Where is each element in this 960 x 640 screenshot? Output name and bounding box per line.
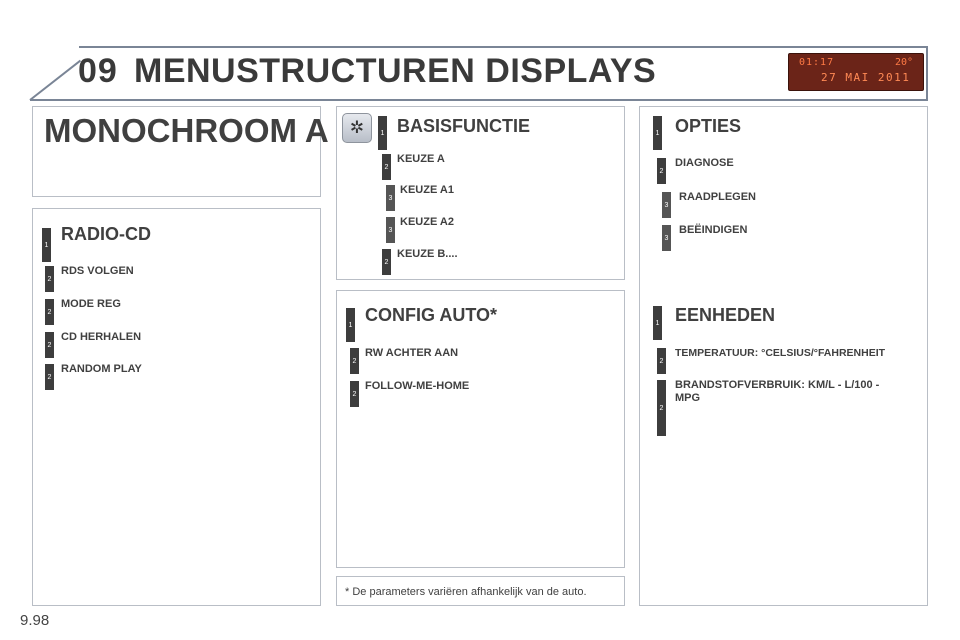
opties-eenheden-panel xyxy=(639,106,928,606)
dashboard-display-image: 01:17 20° 27 MAI 2011 xyxy=(788,53,924,91)
level-badge-2: 2 xyxy=(45,299,54,325)
settings-gear-icon: ✲ xyxy=(342,113,372,143)
level-badge-1: 1 xyxy=(653,306,662,340)
opties-title: OPTIES xyxy=(675,116,742,136)
menu-item-mode-reg: MODE REG xyxy=(61,298,121,310)
page-number: 9.98 xyxy=(20,612,50,629)
level-badge-3: 3 xyxy=(662,225,671,251)
level-badge-2: 2 xyxy=(45,364,54,390)
footnote-text: * De parameters variëren afhankelijk van… xyxy=(345,586,587,598)
menu-item-rw-achter-aan: RW ACHTER AAN xyxy=(365,347,459,359)
header-right-line xyxy=(926,46,928,101)
level-badge-2: 2 xyxy=(350,348,359,374)
menu-item-raadplegen: RAADPLEGEN xyxy=(679,191,757,203)
page-title: MENUSTRUCTUREN DISPLAYS xyxy=(134,52,657,90)
basisfunctie-title: BASISFUNCTIE xyxy=(397,116,531,136)
menu-item-diagnose: DIAGNOSE xyxy=(675,157,734,169)
level-badge-3: 3 xyxy=(386,185,395,211)
menu-item-brandstofverbruik: BRANDSTOFVERBRUIK: KM/L - L/100 - MPG xyxy=(675,379,880,404)
level-badge-2: 2 xyxy=(657,348,666,374)
level-badge-3: 3 xyxy=(386,217,395,243)
menu-item-rds-volgen: RDS VOLGEN xyxy=(61,265,134,277)
eenheden-title: EENHEDEN xyxy=(675,305,776,325)
level-badge-2: 2 xyxy=(350,381,359,407)
display-date: 27 MAI 2011 xyxy=(821,71,911,84)
menu-item-follow-me-home: FOLLOW-ME-HOME xyxy=(365,380,470,392)
menu-item-random-play: RANDOM PLAY xyxy=(61,363,142,375)
header-top-line xyxy=(79,46,928,48)
level-badge-2: 2 xyxy=(45,266,54,292)
menu-item-beeindigen: BEËINDIGEN xyxy=(679,224,748,236)
level-badge-2: 2 xyxy=(382,154,391,180)
radio-cd-title: RADIO-CD xyxy=(61,224,151,244)
level-badge-2: 2 xyxy=(45,332,54,358)
level-badge-2: 2 xyxy=(382,249,391,275)
level-badge-2: 2 xyxy=(657,158,666,184)
config-auto-title: CONFIG AUTO* xyxy=(365,305,498,325)
header-diagonal-line xyxy=(29,59,82,101)
level-badge-2: 2 xyxy=(657,380,666,436)
display-time: 01:17 xyxy=(799,57,835,68)
menu-item-keuze-a1: KEUZE A1 xyxy=(400,184,454,196)
level-badge-3: 3 xyxy=(662,192,671,218)
chapter-number: 09 xyxy=(78,52,118,90)
menu-item-keuze-a: KEUZE A xyxy=(397,153,445,165)
menu-item-keuze-b: KEUZE B.... xyxy=(397,248,458,260)
radio-cd-panel xyxy=(32,208,321,606)
level-badge-1: 1 xyxy=(346,308,355,342)
menu-item-keuze-a2: KEUZE A2 xyxy=(400,216,454,228)
menu-item-temperatuur: TEMPERATUUR: °CELSIUS/°FAHRENHEIT xyxy=(675,347,886,359)
monochroom-panel xyxy=(32,106,321,197)
level-badge-1: 1 xyxy=(378,116,387,150)
footnote-panel xyxy=(336,576,625,606)
level-badge-1: 1 xyxy=(653,116,662,150)
config-auto-panel xyxy=(336,290,625,568)
header-bottom-line xyxy=(30,99,928,101)
menu-item-cd-herhalen: CD HERHALEN xyxy=(61,331,142,343)
monochroom-title: MONOCHROOM A xyxy=(44,112,329,149)
display-temperature: 20° xyxy=(894,57,913,68)
level-badge-1: 1 xyxy=(42,228,51,262)
